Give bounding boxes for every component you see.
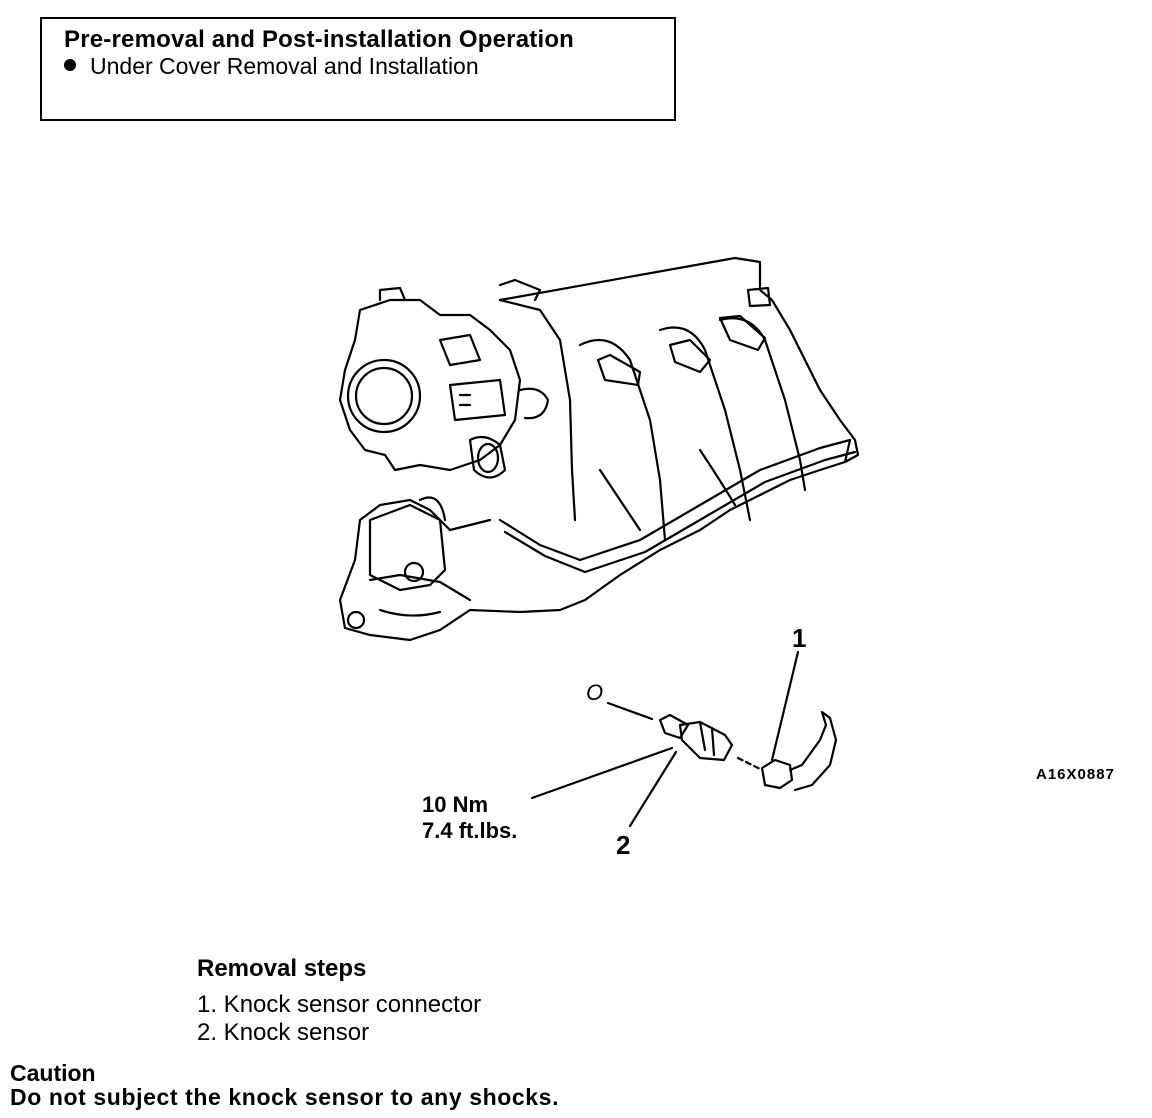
bullet-icon — [64, 59, 76, 71]
pre-removal-item-label: Under Cover Removal and Installation — [90, 53, 479, 79]
caution-text: Do not subject the knock sensor to any s… — [10, 1084, 560, 1110]
knock-sensor-connector — [760, 710, 838, 792]
pre-removal-box: Pre-removal and Post-installation Operat… — [40, 17, 676, 121]
callout-1-leader — [770, 650, 800, 762]
caution-title: Caution — [10, 1060, 96, 1086]
connector-dashed-line — [736, 756, 764, 772]
removal-step-1: 1. Knock sensor connector — [197, 991, 482, 1018]
callout-2-leader — [628, 750, 678, 828]
oring-leader — [606, 701, 654, 721]
manifold-bracket — [346, 496, 447, 630]
pre-removal-title: Pre-removal and Post-installation Operat… — [64, 26, 575, 53]
figure-code: A16X0887 — [1036, 766, 1115, 783]
callout-2: 2 — [616, 830, 631, 860]
torque-nm: 10 Nm — [422, 792, 489, 817]
callout-1: 1 — [792, 623, 807, 653]
torque-leader — [530, 746, 674, 800]
removal-steps-title: Removal steps — [197, 955, 367, 982]
throttle-body — [338, 286, 550, 479]
removal-steps-list: 1. Knock sensor connector 2. Knock senso… — [197, 991, 481, 1047]
intake-manifold — [338, 256, 860, 642]
torque-ftlbs: 7.4 ft.lbs. — [422, 818, 518, 843]
removal-step-2: 2. Knock sensor — [197, 1019, 370, 1046]
pre-removal-item: Under Cover Removal and Installation — [64, 53, 479, 80]
torque-spec: 10 Nm 7.4 ft.lbs. — [422, 792, 517, 844]
knock-sensor — [658, 713, 734, 762]
o-ring-mark: O — [586, 680, 604, 705]
vacuum-nipples — [498, 278, 772, 387]
